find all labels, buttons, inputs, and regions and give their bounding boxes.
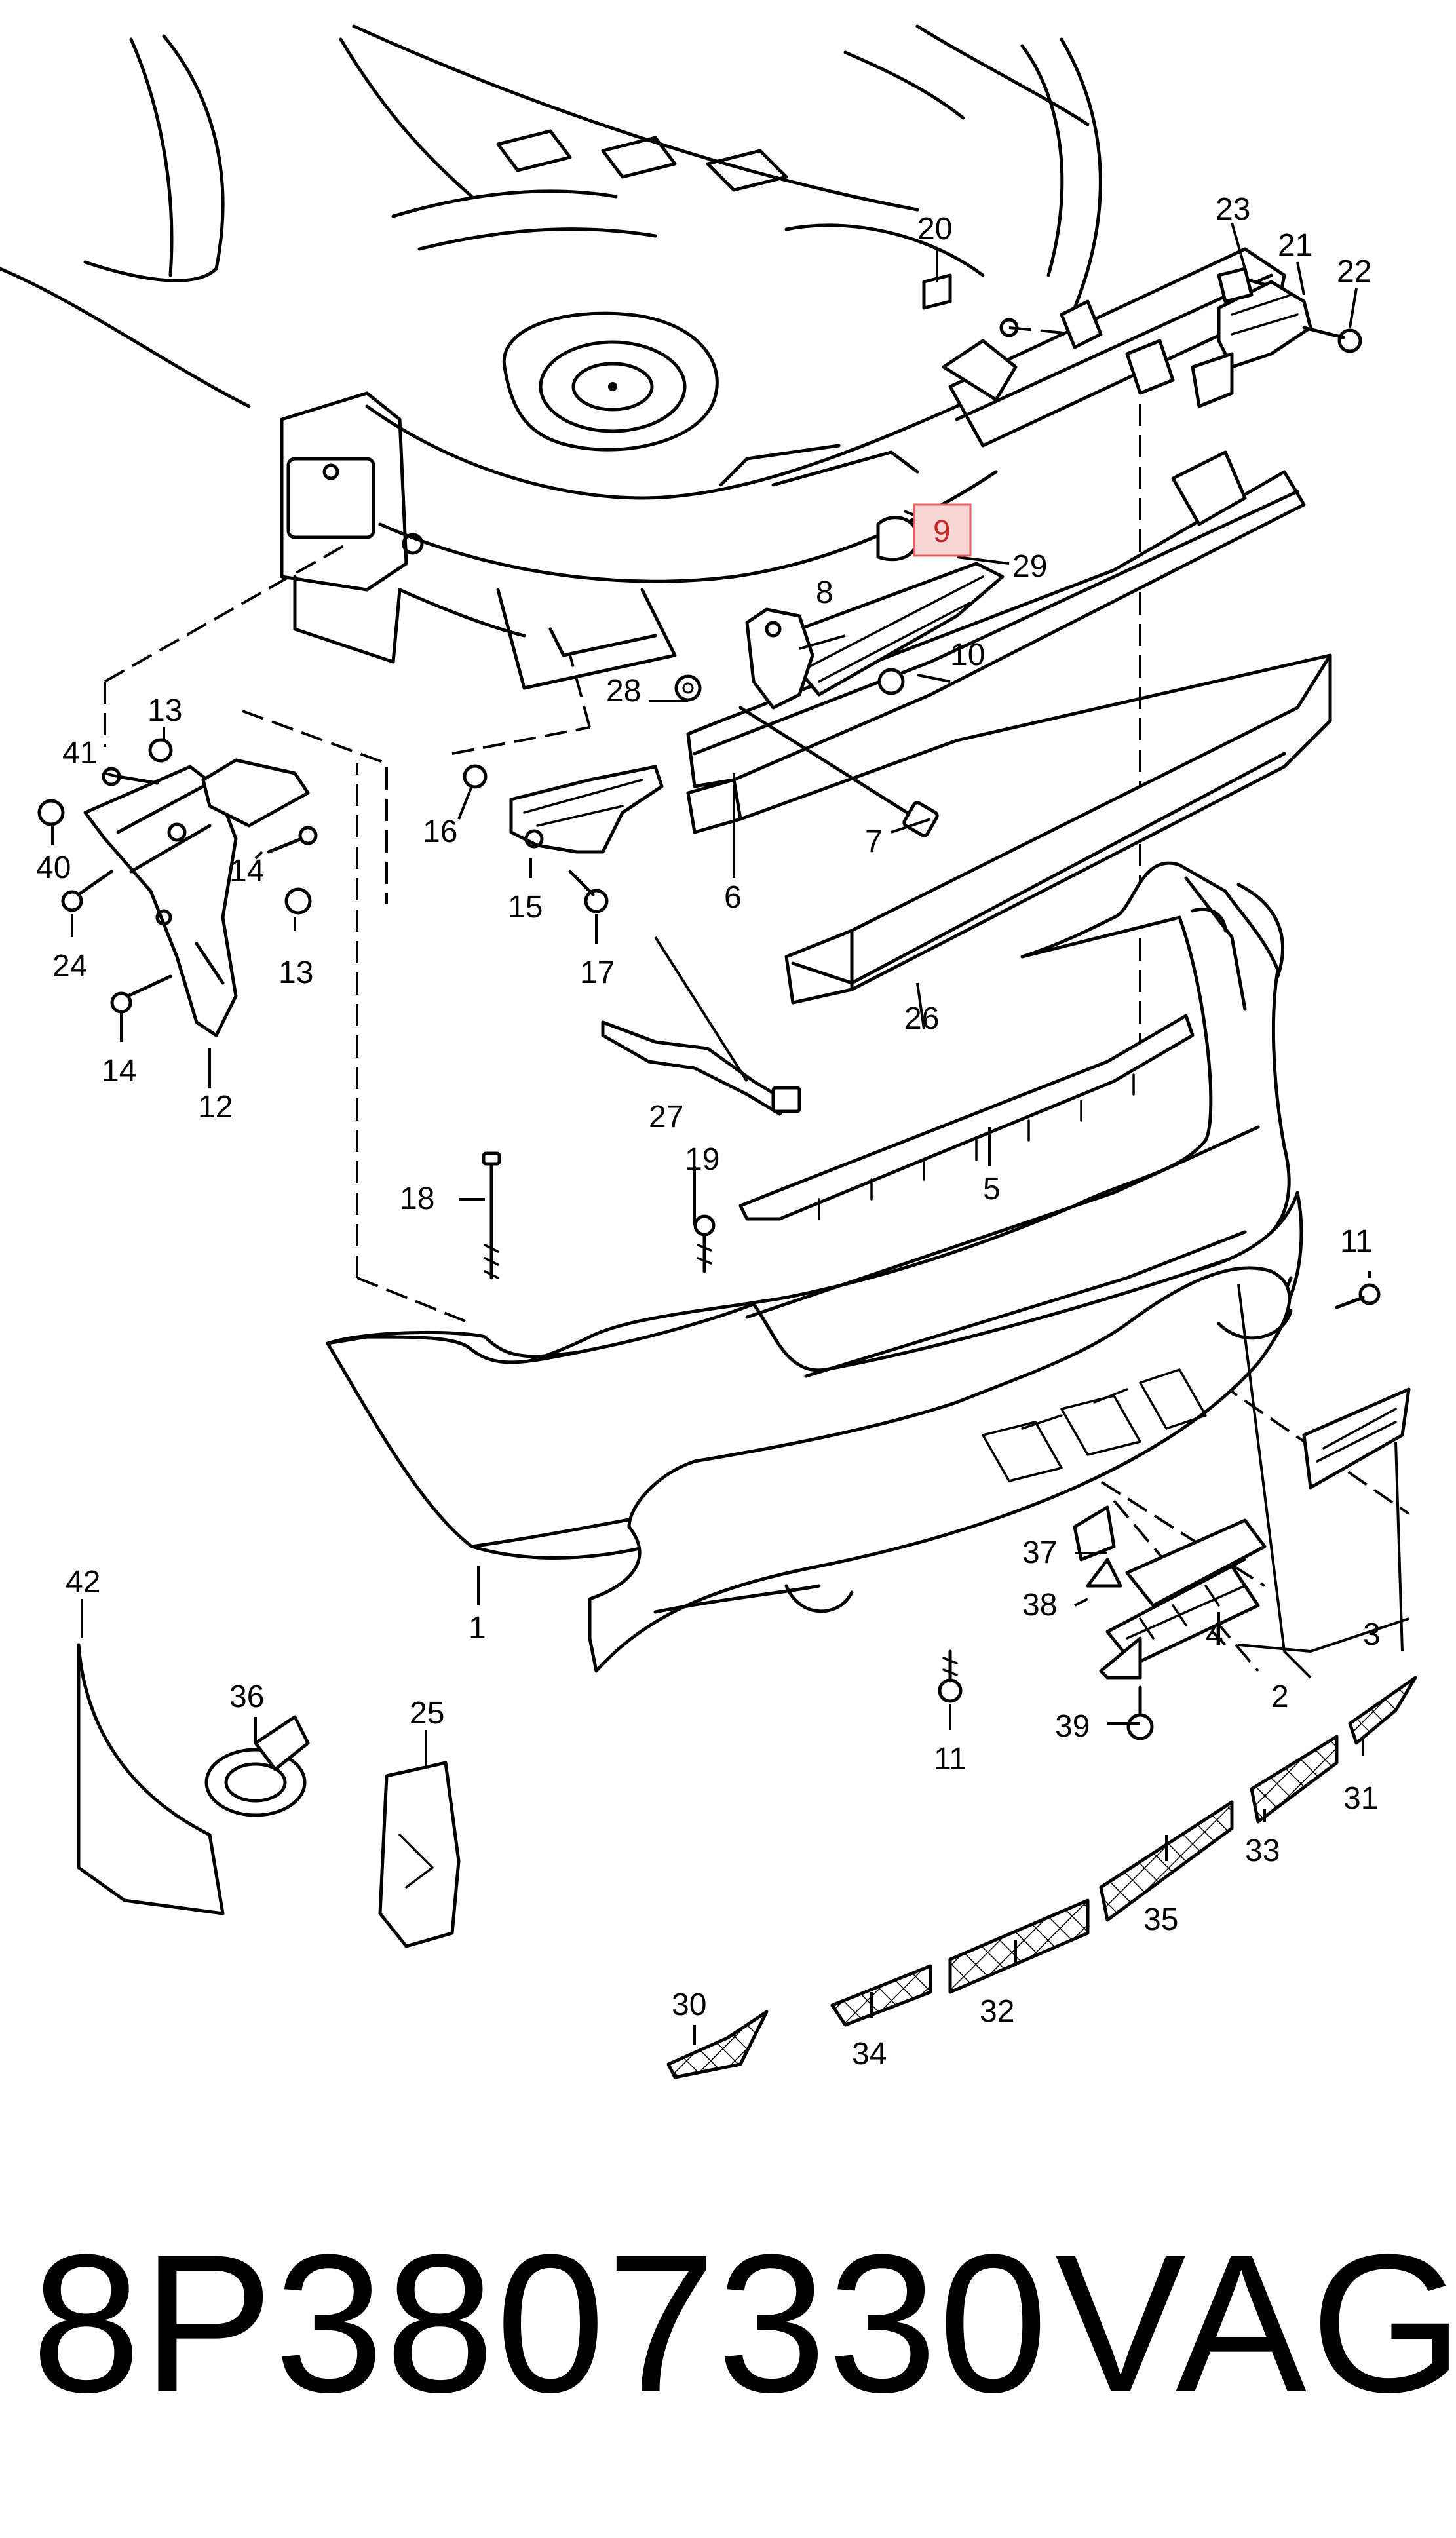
callout-15: 15 (508, 890, 543, 925)
callout-28: 28 (606, 674, 641, 708)
cable-tie-27 (601, 1020, 801, 1116)
brand-label: VAG (1055, 2213, 1456, 2433)
callout-4: 4 (1206, 1617, 1223, 1652)
foam-absorber-26 (784, 653, 1332, 1005)
diffuser-2 (588, 1266, 1293, 1673)
callout-23: 23 (1216, 192, 1250, 227)
callout-13-top: 13 (147, 693, 182, 728)
callout-21: 21 (1278, 228, 1312, 263)
callout-14-bottom: 14 (102, 1054, 136, 1088)
leader-lines (51, 222, 1409, 2045)
callout-6: 6 (724, 880, 742, 915)
callout-42: 42 (66, 1565, 100, 1600)
callout-20: 20 (917, 212, 952, 246)
callout-37: 37 (1022, 1535, 1057, 1570)
callout-38: 38 (1022, 1588, 1057, 1623)
callout-14-right: 14 (229, 854, 264, 889)
vehicle-rear-body (0, 24, 1102, 690)
callout-12: 12 (198, 1090, 233, 1125)
foam-block-25 (378, 1761, 461, 1948)
mudflap-42 (77, 1643, 225, 1915)
callout-19: 19 (685, 1142, 719, 1177)
mesh-grilles (666, 1676, 1417, 2079)
callout-labels: 1 2 3 4 5 6 7 8 9 10 11 11 12 13 13 14 1… (36, 192, 1381, 2071)
callout-8: 8 (816, 575, 833, 610)
trim-strip-5 (738, 1014, 1195, 1221)
callout-11-bottom: 11 (934, 1742, 967, 1777)
callout-26: 26 (904, 1001, 939, 1036)
part-number: 8P3807330 (31, 2213, 1049, 2433)
callout-9-highlighted: 9 (933, 514, 951, 549)
bracket-8 (745, 607, 814, 710)
callout-32: 32 (980, 1994, 1014, 2029)
callout-36: 36 (229, 1680, 264, 1714)
callout-24: 24 (52, 949, 87, 984)
callout-13-right: 13 (278, 955, 313, 990)
callout-7: 7 (865, 824, 883, 859)
callout-11-right: 11 (1340, 1224, 1373, 1259)
callout-27: 27 (649, 1100, 683, 1134)
grille-inserts (1099, 1387, 1411, 1680)
callout-10: 10 (950, 638, 985, 672)
callout-30: 30 (672, 1988, 706, 2022)
callout-34: 34 (852, 2037, 887, 2071)
callout-18: 18 (400, 1182, 434, 1216)
callout-25: 25 (410, 1696, 444, 1731)
callout-5: 5 (983, 1172, 1001, 1206)
callout-3: 3 (1363, 1617, 1381, 1652)
callout-2: 2 (1271, 1680, 1289, 1714)
tape-roll-36 (204, 1715, 310, 1817)
callout-33: 33 (1245, 1834, 1280, 1868)
callout-31: 31 (1343, 1781, 1378, 1816)
impact-bar-6 (686, 450, 1332, 834)
bracket-21 (1191, 280, 1312, 408)
callout-16: 16 (423, 815, 457, 849)
fasteners (37, 267, 1381, 1740)
side-bracket-12 (83, 758, 310, 1037)
callout-29: 29 (1012, 549, 1047, 584)
callout-35: 35 (1143, 1902, 1178, 1937)
highlight-box-9 (913, 503, 972, 557)
callout-39: 39 (1055, 1709, 1090, 1744)
callout-22: 22 (1337, 254, 1371, 289)
callout-40: 40 (36, 851, 71, 885)
callout-17: 17 (580, 955, 615, 990)
callout-1: 1 (469, 1611, 486, 1645)
callout-41: 41 (62, 736, 97, 771)
side-bracket-15 (509, 765, 664, 854)
